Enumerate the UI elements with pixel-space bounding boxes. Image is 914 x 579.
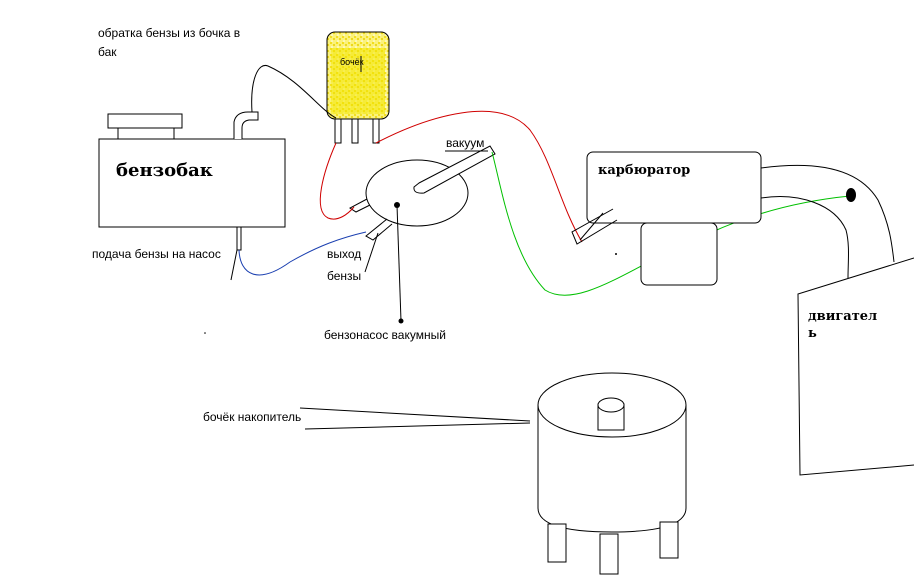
tank-return-pipe <box>233 111 259 139</box>
stray-dot <box>615 253 617 255</box>
carburetor-inlet <box>571 208 618 245</box>
pump-vacuum-nozzle <box>413 145 496 194</box>
fuel-pump <box>349 145 496 241</box>
return-barrel-leg <box>334 118 342 144</box>
engine-body <box>797 257 914 476</box>
tank-body <box>98 138 286 228</box>
engine-label: двигател <box>808 309 877 324</box>
pump-inlet-nozzle <box>349 198 371 213</box>
tank-outlet-pipe <box>236 226 242 251</box>
outlet-leader <box>364 232 379 273</box>
red-line-to-carburetor <box>375 110 583 243</box>
outlet-label: бензы <box>327 269 361 283</box>
carburetor-inlet-line <box>579 212 604 241</box>
storage-barrel-leg <box>547 523 567 563</box>
tank-label: бензобак <box>116 160 213 181</box>
blue-feed-line <box>238 231 367 276</box>
carburetor: карбюратор <box>571 151 762 286</box>
storage-barrel-leg <box>659 521 679 559</box>
storage-label: бочёк накопитель <box>203 410 301 424</box>
feed-leader <box>230 249 238 281</box>
tank-cap-base <box>117 127 175 140</box>
pump-leader-dot <box>398 318 404 324</box>
red-line-to-pump <box>319 142 355 220</box>
return-barrel-label: бочёк <box>340 57 364 67</box>
storage-leader <box>299 407 531 422</box>
storage-barrel-leg <box>599 533 619 575</box>
storage-barrel-body <box>537 405 687 533</box>
carburetor-float-chamber <box>640 222 718 286</box>
pump-label: бензонасос вакумный <box>324 328 446 342</box>
storage-barrel <box>537 372 687 575</box>
intake-manifold-inner <box>760 196 849 279</box>
vacuum-label: вакуум <box>446 136 484 150</box>
return-barrel-fuel <box>331 48 385 114</box>
pump-outlet-nozzle <box>365 218 393 241</box>
engine: двигател ь <box>797 257 914 476</box>
engine-label: ь <box>808 326 817 341</box>
pump-leader <box>396 204 402 322</box>
return-barrel: бочёк <box>326 31 390 144</box>
return-barrel-leg <box>372 118 380 144</box>
return-line <box>251 65 337 119</box>
intake-manifold-outer <box>760 164 895 263</box>
tank-cap-top <box>107 113 183 129</box>
green-vacuum-line <box>491 151 851 296</box>
stray-dot <box>204 332 206 334</box>
storage-leader <box>304 422 531 430</box>
feed-label: подача бензы на насос <box>92 247 221 261</box>
return-line-label: бак <box>98 45 117 59</box>
carburetor-label: карбюратор <box>598 163 690 178</box>
vacuum-port <box>846 188 856 202</box>
return-barrel-leg <box>351 118 359 144</box>
storage-barrel-neck-top <box>597 397 625 413</box>
outlet-label: выход <box>327 247 361 261</box>
fuel-tank: бензобак <box>98 111 286 251</box>
return-line-label: обратка бензы из бочка в <box>98 26 240 40</box>
